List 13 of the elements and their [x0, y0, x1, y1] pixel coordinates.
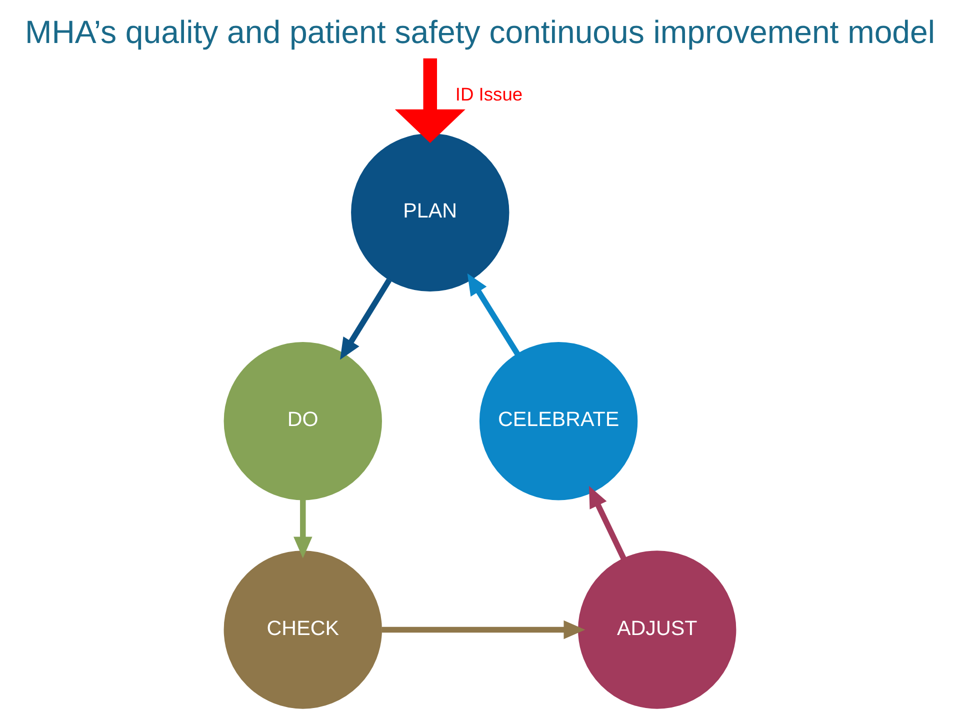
edge-label: ID Issue — [455, 83, 523, 104]
arrow — [394, 58, 466, 143]
diagram-title: MHA’s quality and patient safety continuous improvement model — [25, 14, 935, 50]
node-circle: CELEBRATE — [479, 342, 638, 500]
arrow — [382, 620, 586, 640]
node-circle: PLAN — [351, 133, 510, 292]
arrow — [467, 273, 520, 356]
node-circle: CHECK — [224, 550, 382, 709]
arrow — [340, 278, 392, 360]
node-circle: ADJUST — [578, 550, 736, 709]
arrow — [588, 486, 626, 560]
arrow — [294, 500, 312, 558]
node-circle: DO — [224, 342, 382, 500]
